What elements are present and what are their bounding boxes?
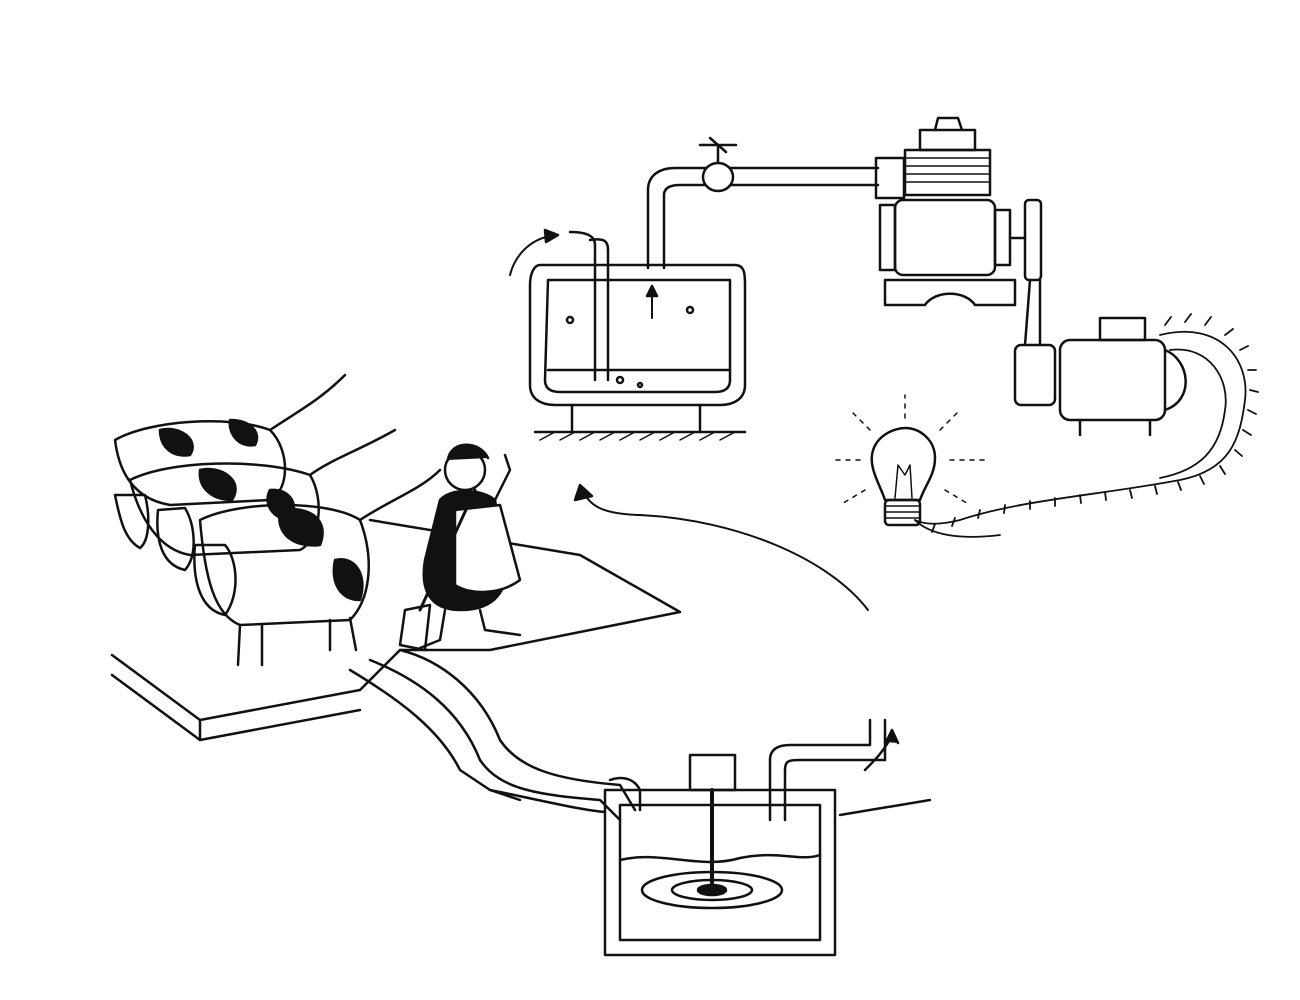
gas-pipe-with-valve bbox=[648, 138, 878, 268]
cow bbox=[115, 430, 395, 555]
gas-outlet-pipe bbox=[770, 720, 870, 820]
gas-flow-arrow bbox=[575, 485, 868, 610]
light-rays bbox=[830, 395, 985, 505]
cow bbox=[115, 375, 345, 505]
drive-belt bbox=[1025, 280, 1040, 345]
stirrer-motor bbox=[690, 755, 735, 790]
light-bulb-icon bbox=[830, 395, 985, 525]
valve-handle-icon bbox=[700, 138, 736, 152]
generator bbox=[1015, 318, 1186, 435]
cow bbox=[157, 470, 440, 665]
underground-digester bbox=[490, 720, 930, 955]
barn-floor-platform bbox=[112, 520, 680, 740]
inlet-pipe bbox=[610, 778, 640, 810]
manure-channel bbox=[350, 650, 635, 820]
gas-storage-tank bbox=[510, 230, 745, 440]
gas-engine bbox=[876, 118, 1041, 305]
cows-group bbox=[115, 375, 440, 665]
electric-wire bbox=[915, 314, 1258, 537]
farmer-woman bbox=[400, 445, 520, 650]
